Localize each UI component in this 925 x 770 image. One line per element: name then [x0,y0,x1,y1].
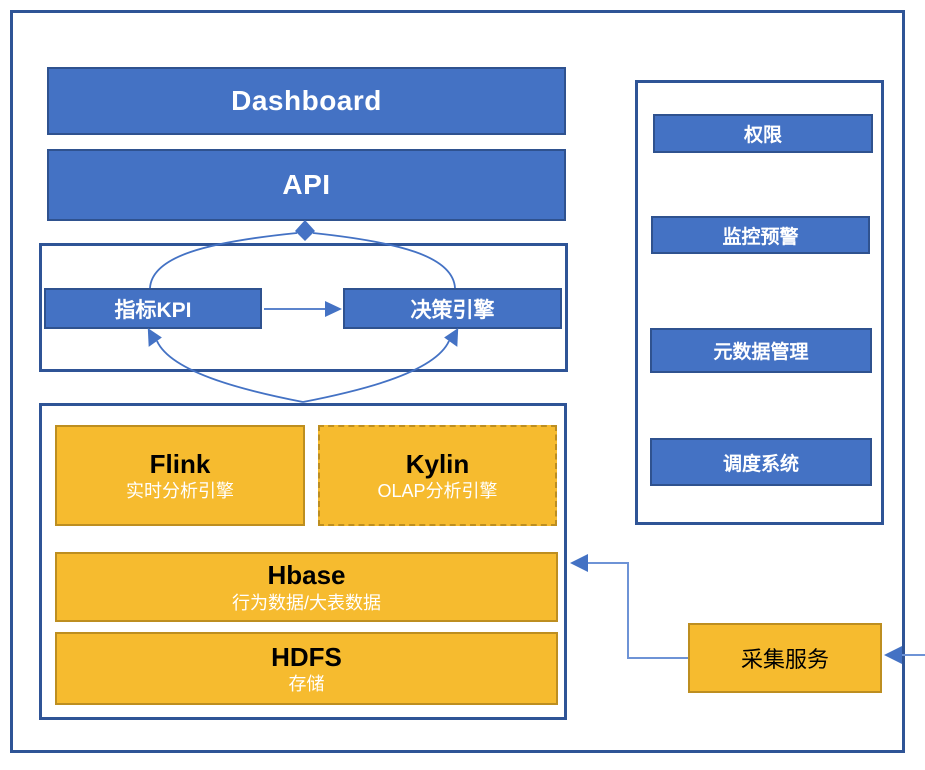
scheduler-box: 调度系统 [650,438,872,486]
hbase-subtitle: 行为数据/大表数据 [231,592,381,613]
collect-service-box: 采集服务 [688,623,882,693]
hbase-box: Hbase 行为数据/大表数据 [55,552,558,622]
scheduler-label: 调度系统 [722,453,799,475]
collect-service-label: 采集服务 [740,647,829,672]
permission-label: 权限 [743,125,782,146]
hdfs-box: HDFS 存储 [55,632,558,705]
kylin-title: Kylin [405,448,470,479]
metadata-mgmt-box: 元数据管理 [650,328,872,373]
permission-box: 权限 [653,114,873,153]
hdfs-subtitle: 存储 [288,674,325,695]
flink-title: Flink [149,448,211,479]
dashboard-box: Dashboard [47,67,566,135]
hbase-title: Hbase [267,560,346,591]
hdfs-title: HDFS [271,641,342,672]
decision-engine-box: 决策引擎 [343,288,562,329]
monitor-alert-label: 监控预警 [722,226,799,248]
kylin-subtitle: OLAP分析引擎 [377,481,498,502]
metadata-mgmt-label: 元数据管理 [713,342,809,363]
outer-frame [10,10,905,753]
api-box: API [47,149,566,221]
monitor-alert-box: 监控预警 [651,216,870,254]
flink-box: Flink 实时分析引擎 [55,425,305,526]
flink-subtitle: 实时分析引擎 [126,481,234,502]
dashboard-label: Dashboard [231,85,382,116]
kpi-box: 指标KPI [44,288,262,329]
decision-engine-label: 决策引擎 [410,298,495,322]
kylin-box: Kylin OLAP分析引擎 [318,425,557,526]
kpi-label: 指标KPI [114,298,192,322]
api-label: API [282,169,331,200]
